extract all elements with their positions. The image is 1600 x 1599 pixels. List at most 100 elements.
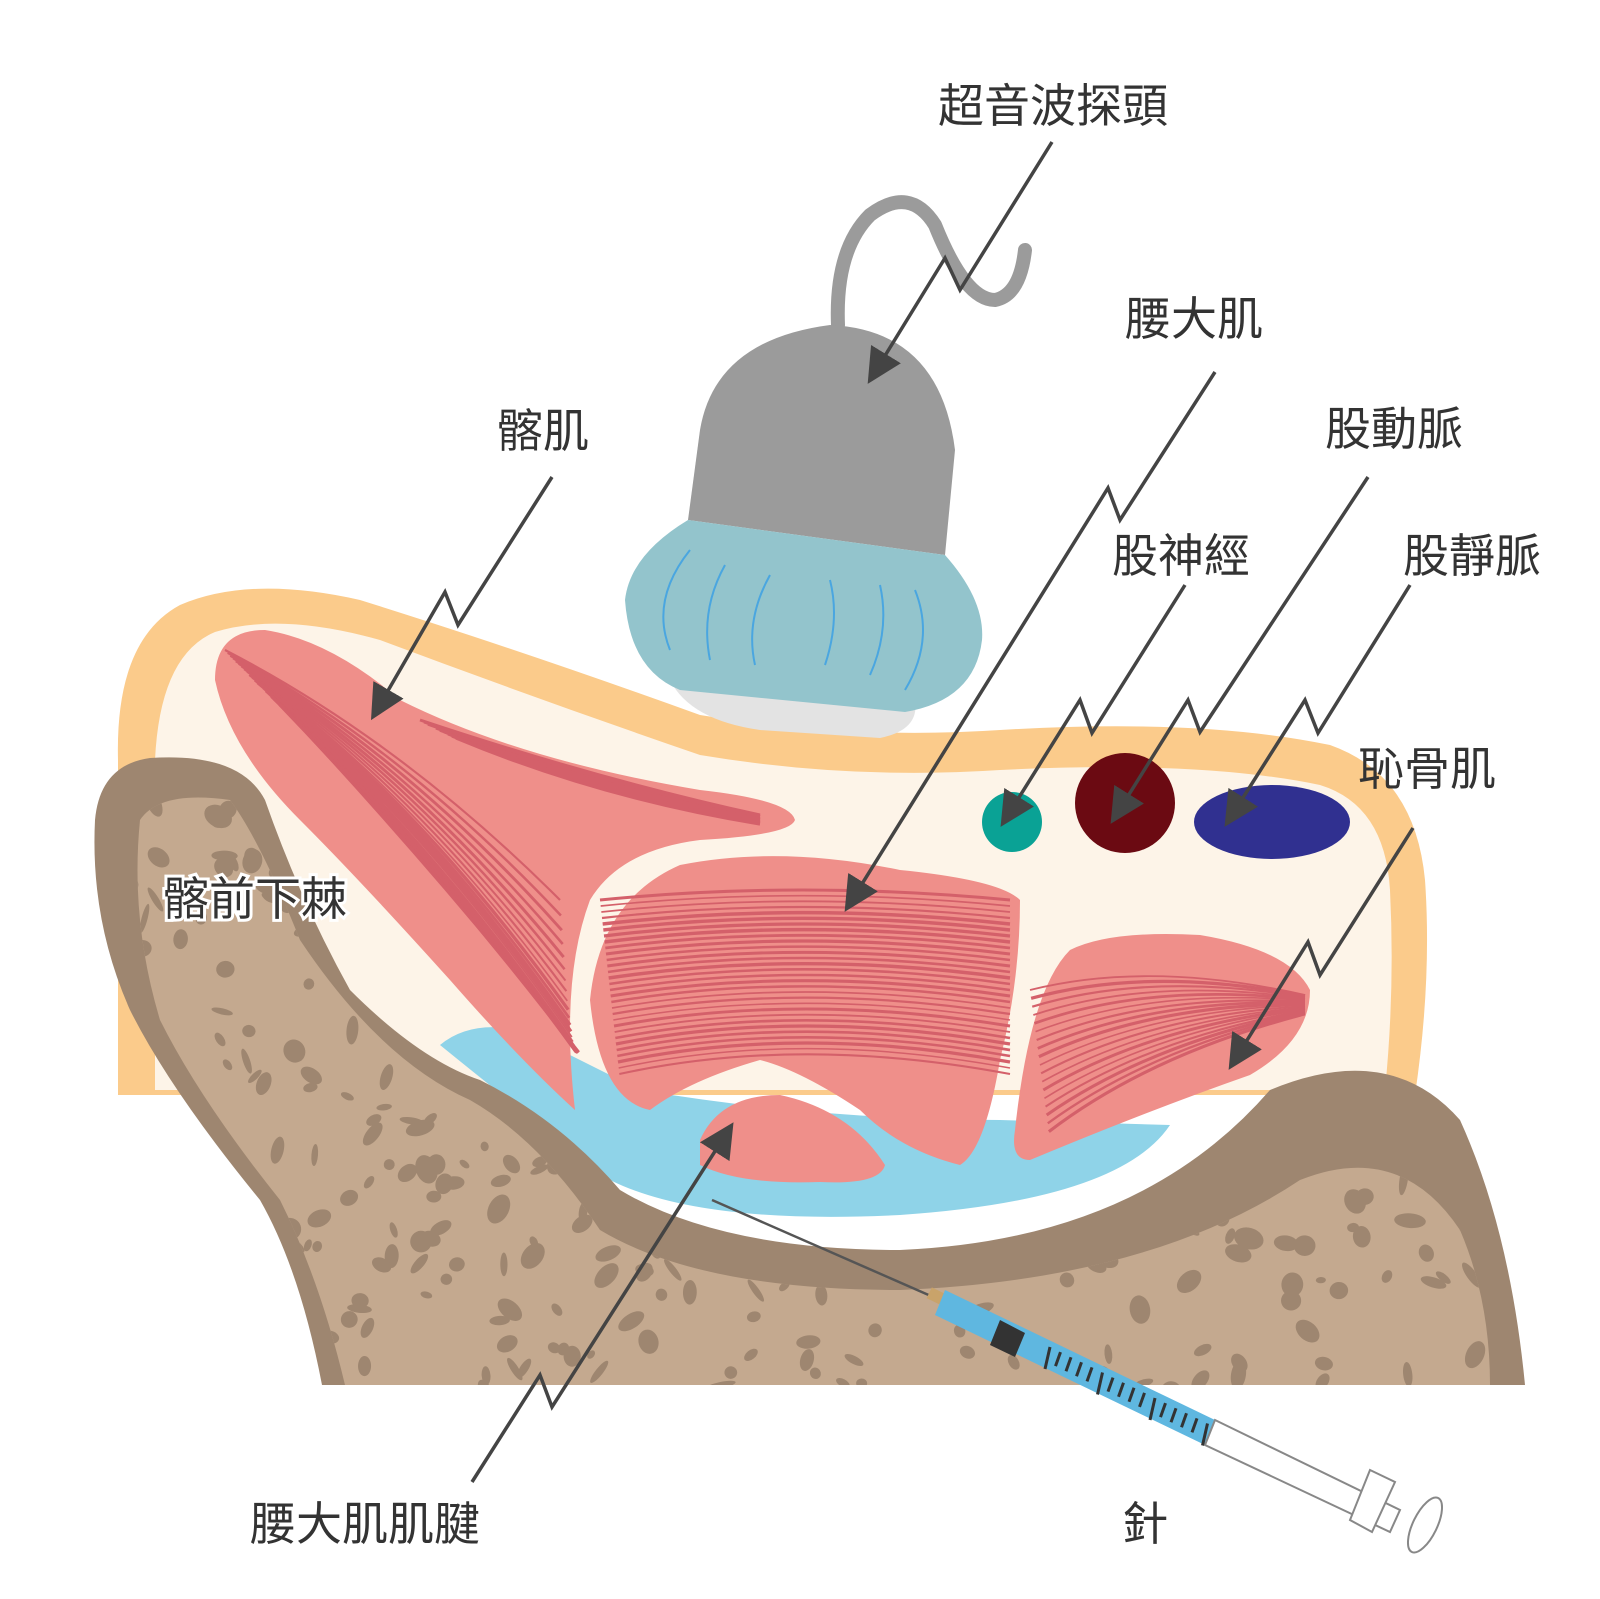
bone-pore xyxy=(137,1102,144,1124)
bone-pore xyxy=(214,858,234,878)
label-iliacus: 髂肌 xyxy=(497,404,589,458)
bone-pore xyxy=(1191,1370,1210,1385)
muscle-fiber xyxy=(229,654,563,932)
bone-pore xyxy=(93,1066,116,1088)
bone-pore xyxy=(244,847,262,867)
bone-pore xyxy=(211,1007,233,1016)
bone-pore xyxy=(507,1357,523,1381)
bone-pore xyxy=(346,1015,359,1045)
syringe-tick xyxy=(1159,1402,1167,1418)
bone-pore xyxy=(95,1235,126,1265)
bone-pore xyxy=(1129,1295,1151,1324)
muscle-fiber xyxy=(616,1030,1011,1052)
muscle-fiber xyxy=(1035,996,1306,1033)
bone-pore xyxy=(1403,1362,1413,1385)
bone-pore xyxy=(1314,1356,1333,1371)
bone-pore xyxy=(1436,955,1459,981)
bone-pore xyxy=(590,1360,609,1383)
bone-pore xyxy=(487,1194,511,1224)
leader-pectineus xyxy=(1228,827,1415,1070)
bone-pore xyxy=(111,1234,130,1254)
muscle-fiber xyxy=(235,659,565,958)
bone-pore xyxy=(1490,1025,1508,1054)
muscle-fiber xyxy=(1030,979,1306,1000)
leader-femoral-artery xyxy=(1110,476,1370,824)
bone-pore xyxy=(1437,973,1457,996)
label-needle: 針 xyxy=(1122,1497,1168,1551)
syringe-tick xyxy=(1075,1361,1083,1377)
psoas-fibers xyxy=(599,888,1011,1076)
bone-pore xyxy=(664,1259,682,1281)
bone-pore xyxy=(248,1069,262,1083)
bone-pore xyxy=(222,1224,244,1247)
bone-pore xyxy=(420,1291,433,1299)
pectineus-fibers xyxy=(1029,975,1306,1133)
bone-pore xyxy=(1489,937,1490,952)
bone-pore xyxy=(307,1209,332,1228)
bone-pore xyxy=(405,1119,435,1137)
muscle-fiber xyxy=(256,681,573,1033)
bone-pore xyxy=(655,1288,668,1301)
muscle-fiber xyxy=(240,665,567,982)
muscle-fiber xyxy=(617,1041,1011,1064)
bone-pore xyxy=(490,1174,511,1188)
syringe-tick xyxy=(1096,1372,1104,1395)
bone-pore xyxy=(216,960,235,978)
bone-pore xyxy=(571,1214,593,1233)
bone-pore xyxy=(1212,1108,1229,1123)
bone-pore xyxy=(1230,1360,1247,1385)
syringe-tick xyxy=(1106,1377,1115,1393)
bone-pore xyxy=(744,1348,758,1362)
syringe-tick xyxy=(1190,1417,1199,1433)
bone-pore xyxy=(426,1190,442,1203)
bone-pore xyxy=(1315,1373,1330,1385)
bone-pore xyxy=(1507,907,1528,925)
bone-pore xyxy=(729,1383,749,1404)
bone-pore xyxy=(959,1345,976,1359)
bone-pore xyxy=(1456,834,1477,856)
bone-pore xyxy=(705,1380,736,1385)
muscle-fiber xyxy=(607,950,1011,968)
syringe-tick xyxy=(1201,1423,1209,1446)
bone-pore xyxy=(347,1304,372,1314)
bone-pore xyxy=(724,1366,738,1379)
muscle-fiber xyxy=(1047,1011,1306,1125)
bone-pore xyxy=(818,1385,829,1400)
bone-pore xyxy=(440,1273,453,1285)
bone-pore xyxy=(815,1284,828,1306)
label-pectineus: 恥骨肌 xyxy=(1358,742,1496,796)
syringe-tick xyxy=(1148,1397,1157,1421)
bone-pore xyxy=(799,1349,815,1371)
label-femoral-artery: 股動脈 xyxy=(1325,402,1463,456)
bone-pore xyxy=(140,1117,156,1130)
bone-pore xyxy=(1007,1354,1020,1370)
bone-pore xyxy=(1193,1343,1212,1357)
bone-pore xyxy=(1482,1161,1490,1172)
bone-pore xyxy=(197,1133,209,1148)
bone-pore xyxy=(103,1274,130,1297)
bone-pore xyxy=(283,1039,306,1063)
bone-pore xyxy=(237,1377,264,1385)
muscle-fiber xyxy=(609,968,1011,986)
label-femoral-vein: 股靜脈 xyxy=(1403,529,1541,583)
bone-pore xyxy=(358,1355,372,1377)
bone-pore xyxy=(372,1257,392,1273)
ultrasound-probe-body xyxy=(688,325,955,555)
leader-femoral-vein xyxy=(1224,584,1412,827)
muscle-fiber xyxy=(1042,1006,1306,1092)
bone-pore xyxy=(811,1386,835,1410)
syringe-tick xyxy=(1085,1366,1094,1382)
syringe-tick xyxy=(1138,1392,1146,1408)
bone-pore xyxy=(1225,1228,1236,1244)
bone-pore xyxy=(1329,1281,1349,1300)
bone-pore xyxy=(1481,881,1490,900)
muscle-fiber xyxy=(237,662,566,970)
bone-pore xyxy=(397,1163,418,1183)
muscle-fiber xyxy=(618,1047,1011,1069)
bone-pore xyxy=(187,1386,200,1399)
bone-pore xyxy=(1134,1378,1154,1385)
femoral-nerve xyxy=(982,792,1042,852)
bone-pore xyxy=(557,1342,570,1356)
bone-pore xyxy=(144,1198,177,1210)
